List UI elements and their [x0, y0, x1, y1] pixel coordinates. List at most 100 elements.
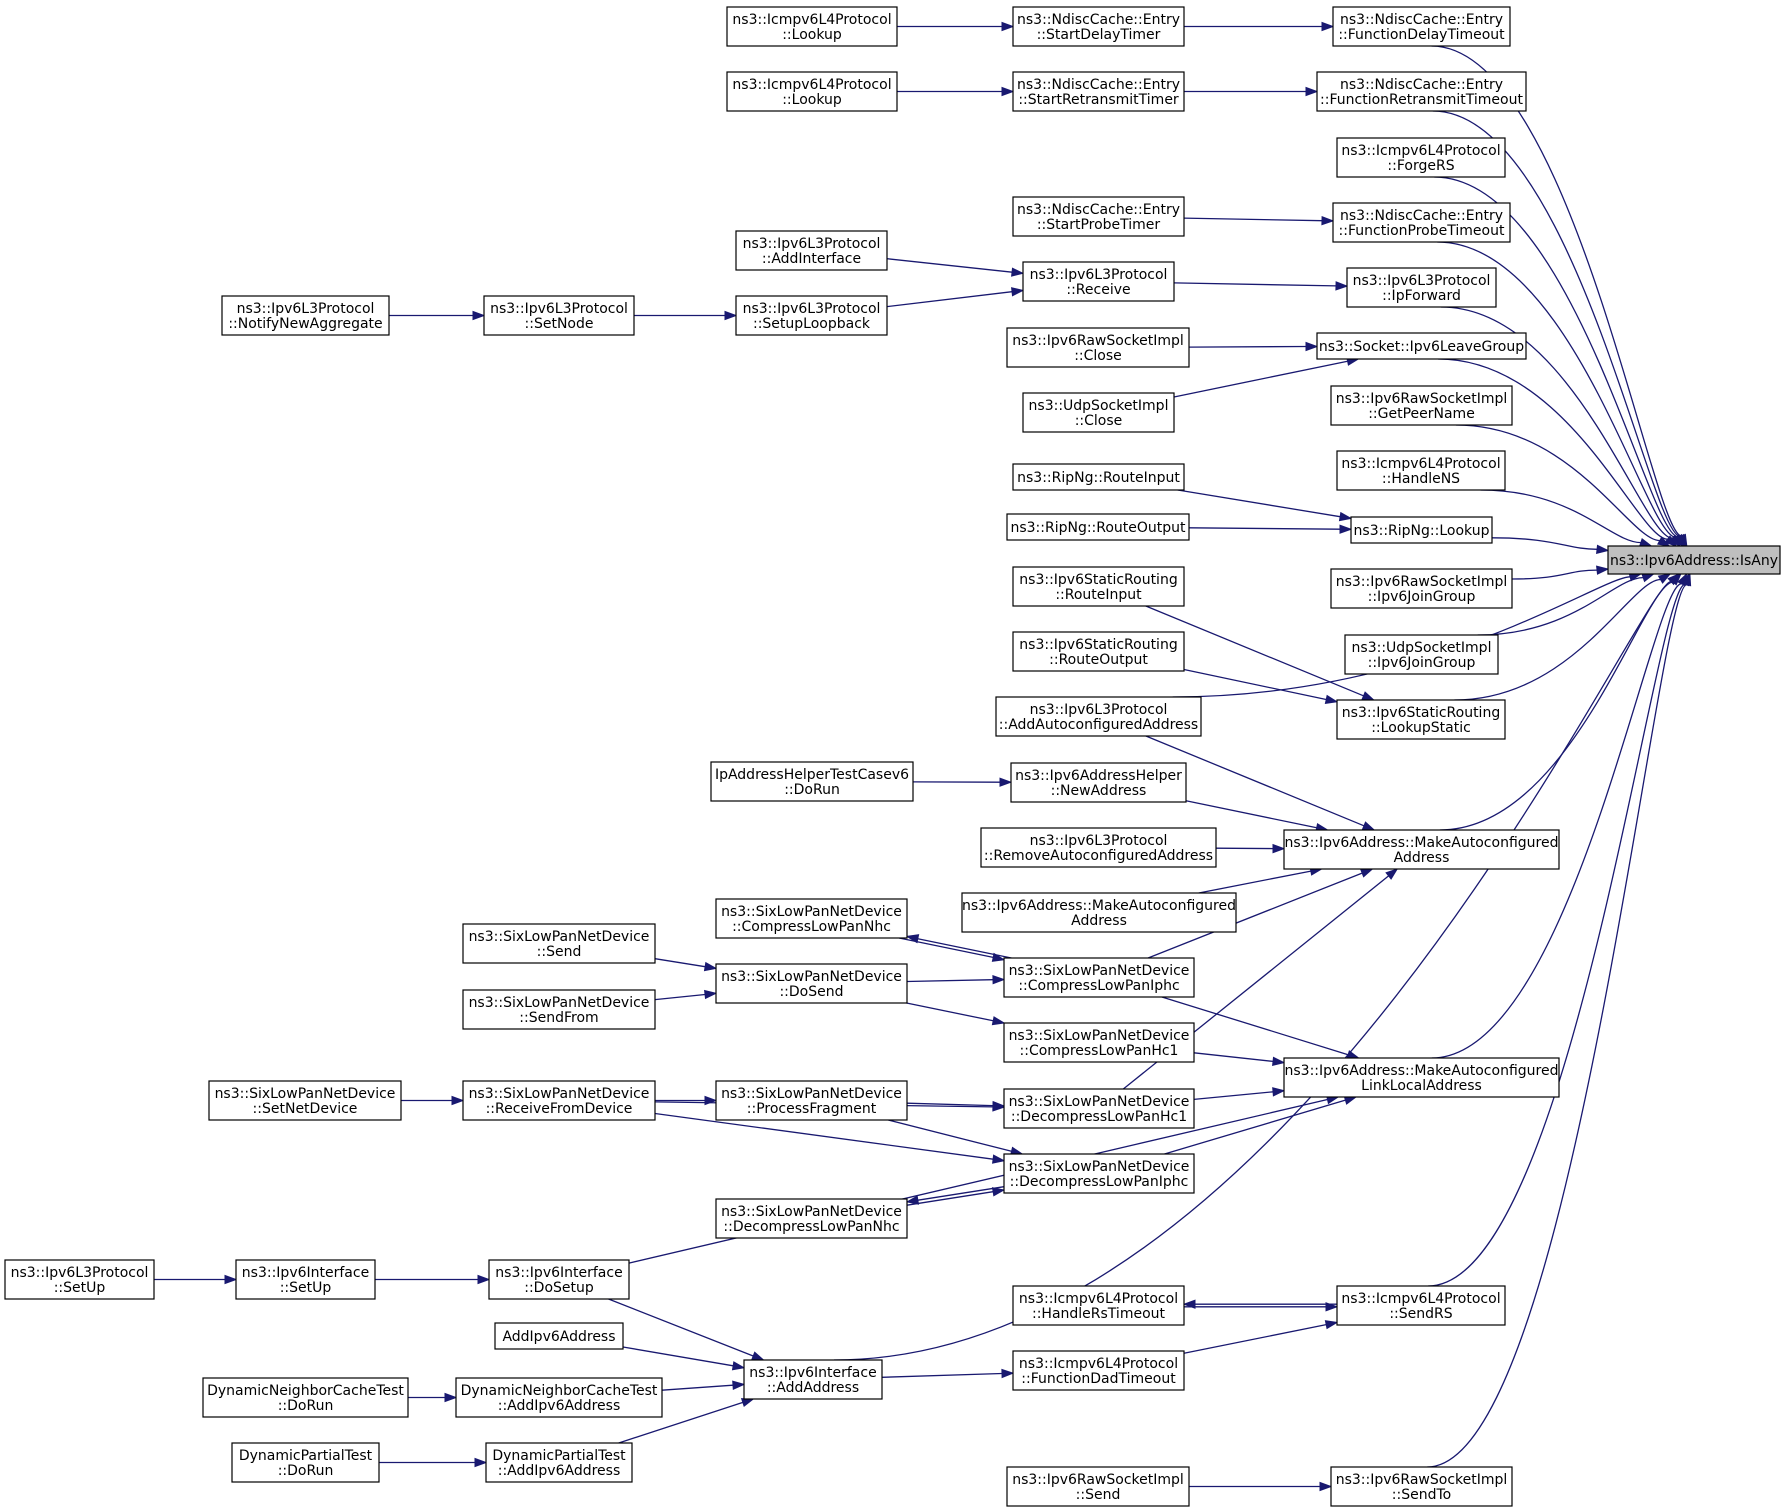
graph-node[interactable]: ns3::Ipv6RawSocketImpl::Close — [1006, 327, 1190, 368]
graph-node[interactable]: ns3::Ipv6L3Protocol::NotifyNewAggregate — [221, 295, 390, 336]
nodes-layer: ns3::Ipv6Address::IsAnyns3::NdiscCache::… — [4, 6, 1781, 1507]
edge-line — [1173, 282, 1337, 287]
graph-node[interactable]: ns3::SixLowPanNetDevice::CompressLowPanI… — [1003, 957, 1195, 998]
arrowhead — [1324, 694, 1339, 704]
graph-node[interactable]: ns3::SixLowPanNetDevice::CompressLowPanN… — [715, 898, 908, 939]
node-label: ::CompressLowPanHc1 — [1020, 1043, 1179, 1059]
graph-node[interactable]: ns3::NdiscCache::Entry::FunctionProbeTim… — [1332, 202, 1511, 243]
arrowhead — [1305, 341, 1319, 352]
edge-line — [917, 938, 1012, 959]
graph-node[interactable]: IpAddressHelperTestCasev6::DoRun — [710, 761, 914, 802]
edge-line — [898, 937, 994, 959]
node-label: ns3::Ipv6RawSocketImpl — [1336, 1472, 1508, 1488]
graph-node[interactable]: ns3::Ipv6RawSocketImpl::Send — [1006, 1466, 1190, 1507]
graph-node[interactable]: ns3::Icmpv6L4Protocol::FunctionDadTimeou… — [1012, 1350, 1185, 1391]
graph-node[interactable]: ns3::Icmpv6L4Protocol::Lookup — [726, 71, 898, 112]
edge-n31-to-n45 — [905, 934, 1012, 959]
graph-node[interactable]: ns3::SixLowPanNetDevice::SetNetDevice — [208, 1080, 402, 1121]
node-label: ::FunctionDadTimeout — [1021, 1371, 1176, 1387]
graph-node[interactable]: ns3::RipNg::RouteOutput — [1006, 513, 1190, 541]
edge-line — [1427, 583, 1688, 1468]
node-label: ns3::Ipv6RawSocketImpl — [1336, 574, 1508, 590]
graph-node[interactable]: ns3::Ipv6L3Protocol::IpForward — [1346, 267, 1497, 308]
graph-node[interactable]: ns3::Ipv6Address::MakeAutoconfiguredAddr… — [1283, 829, 1560, 870]
graph-node[interactable]: ns3::Ipv6AddressHelper::NewAddress — [1010, 762, 1187, 803]
graph-node[interactable]: ns3::Icmpv6L4Protocol::HandleNS — [1336, 450, 1506, 491]
graph-node[interactable]: ns3::SixLowPanNetDevice::SendFrom — [462, 989, 656, 1030]
edge-n55-to-n54 — [154, 1274, 238, 1285]
graph-node[interactable]: ns3::Icmpv6L4Protocol::Lookup — [726, 6, 898, 47]
graph-node[interactable]: ns3::Ipv6L3Protocol::AddInterface — [735, 230, 888, 271]
edge-line — [1193, 1091, 1274, 1101]
graph-node[interactable]: ns3::Ipv6L3Protocol::RemoveAutoconfigure… — [980, 827, 1217, 868]
graph-node[interactable]: ns3::SixLowPanNetDevice::DoSend — [715, 963, 908, 1004]
arrowhead — [751, 1351, 765, 1361]
graph-node[interactable]: ns3::Ipv6Address::MakeAutoconfiguredLink… — [1283, 1057, 1560, 1098]
graph-node[interactable]: ns3::Ipv6L3Protocol::AddAutoconfiguredAd… — [995, 696, 1202, 737]
graph-node[interactable]: ns3::UdpSocketImpl::Ipv6JoinGroup — [1344, 634, 1499, 675]
graph-node[interactable]: ns3::Ipv6Address::MakeAutoconfiguredAddr… — [961, 892, 1237, 933]
graph-node[interactable]: DynamicPartialTest::DoRun — [231, 1442, 380, 1483]
graph-node[interactable]: DynamicPartialTest::AddIpv6Address — [485, 1442, 633, 1483]
graph-node[interactable]: ns3::Icmpv6L4Protocol::SendRS — [1336, 1285, 1506, 1326]
node-label: ::SendRS — [1389, 1306, 1452, 1322]
graph-node[interactable]: ns3::RipNg::RouteInput — [1012, 463, 1185, 491]
graph-node[interactable]: ns3::Ipv6L3Protocol::SetNode — [483, 295, 635, 336]
graph-node[interactable]: ns3::RipNg::Lookup — [1350, 516, 1493, 544]
node-label: ::RemoveAutoconfiguredAddress — [984, 848, 1213, 864]
graph-node[interactable]: ns3::SixLowPanNetDevice::Send — [462, 923, 656, 964]
graph-node[interactable]: ns3::SixLowPanNetDevice::DecompressLowPa… — [715, 1198, 908, 1239]
graph-node[interactable]: ns3::SixLowPanNetDevice::DecompressLowPa… — [1003, 1088, 1195, 1129]
graph-node[interactable]: ns3::SixLowPanNetDevice::CompressLowPanH… — [1003, 1022, 1195, 1063]
arrowhead — [1596, 565, 1610, 575]
graph-node[interactable]: ns3::Icmpv6L4Protocol::ForgeRS — [1336, 137, 1506, 178]
node-box — [462, 923, 656, 964]
graph-node[interactable]: ns3::SixLowPanNetDevice::ReceiveFromDevi… — [462, 1080, 656, 1121]
graph-node[interactable]: ns3::Ipv6Interface::SetUp — [235, 1259, 376, 1300]
graph-node[interactable]: ns3::NdiscCache::Entry::FunctionRetransm… — [1316, 71, 1527, 112]
node-box — [1607, 545, 1781, 575]
node-label: ns3::Ipv6L3Protocol — [1353, 273, 1491, 289]
graph-node[interactable]: ns3::Ipv6StaticRouting::LookupStatic — [1336, 699, 1506, 740]
graph-node[interactable]: ns3::Ipv6StaticRouting::RouteOutput — [1012, 631, 1185, 672]
graph-node[interactable]: ns3::NdiscCache::Entry::FunctionDelayTim… — [1332, 6, 1511, 47]
node-box — [488, 1259, 630, 1300]
arrowhead — [1682, 572, 1692, 587]
graph-node[interactable]: ns3::Ipv6RawSocketImpl::Ipv6JoinGroup — [1330, 568, 1513, 609]
node-box — [221, 295, 390, 336]
graph-node[interactable]: ns3::Ipv6Interface::DoSetup — [488, 1259, 630, 1300]
graph-node[interactable]: ns3::Socket::Ipv6LeaveGroup — [1316, 332, 1527, 360]
node-box — [1012, 631, 1185, 672]
edge-line — [1438, 358, 1668, 540]
graph-node[interactable]: ns3::Ipv6L3Protocol::SetupLoopback — [735, 295, 888, 336]
graph-node[interactable]: DynamicNeighborCacheTest::AddIpv6Address — [455, 1377, 663, 1418]
graph-node[interactable]: ns3::SixLowPanNetDevice::ProcessFragment — [715, 1080, 908, 1121]
edge-line — [1185, 800, 1317, 829]
graph-node[interactable]: ns3::UdpSocketImpl::Close — [1022, 392, 1175, 433]
graph-node[interactable]: ns3::Ipv6Interface::AddAddress — [743, 1359, 883, 1400]
edge-n6-to-root — [1438, 358, 1678, 547]
node-label: ns3::NdiscCache::Entry — [1340, 77, 1503, 93]
graph-node[interactable]: ns3::NdiscCache::Entry::StartProbeTimer — [1012, 196, 1185, 237]
node-label: ::Receive — [1066, 282, 1130, 298]
graph-node[interactable]: ns3::SixLowPanNetDevice::DecompressLowPa… — [1003, 1153, 1195, 1194]
graph-node[interactable]: ns3::Ipv6RawSocketImpl::SendTo — [1330, 1466, 1513, 1507]
node-box — [1350, 516, 1493, 544]
graph-node[interactable]: ns3::Ipv6StaticRouting::RouteInput — [1012, 566, 1185, 607]
graph-node[interactable]: ns3::Ipv6L3Protocol::Receive — [1022, 261, 1175, 302]
node-label: ns3::NdiscCache::Entry — [1340, 208, 1503, 224]
graph-node[interactable]: ns3::NdiscCache::Entry::StartDelayTimer — [1012, 6, 1185, 47]
edge-line — [1183, 668, 1327, 701]
edge-n58-to-n56 — [661, 1380, 746, 1391]
graph-node[interactable]: ns3::Ipv6RawSocketImpl::GetPeerName — [1330, 385, 1513, 426]
graph-node[interactable]: AddIpv6Address — [494, 1322, 624, 1350]
graph-node[interactable]: ns3::Icmpv6L4Protocol::HandleRsTimeout — [1012, 1285, 1185, 1326]
arrowhead — [703, 961, 718, 972]
graph-node[interactable]: DynamicNeighborCacheTest::DoRun — [202, 1377, 409, 1418]
edge-n37-to-n16 — [1189, 1481, 1333, 1492]
node-box — [995, 696, 1202, 737]
node-label: ::DoRun — [784, 782, 840, 798]
graph-node[interactable]: ns3::NdiscCache::Entry::StartRetransmitT… — [1012, 71, 1185, 112]
graph-node[interactable]: ns3::Ipv6L3Protocol::SetUp — [4, 1259, 155, 1300]
edge-n39-to-n18 — [897, 86, 1015, 97]
